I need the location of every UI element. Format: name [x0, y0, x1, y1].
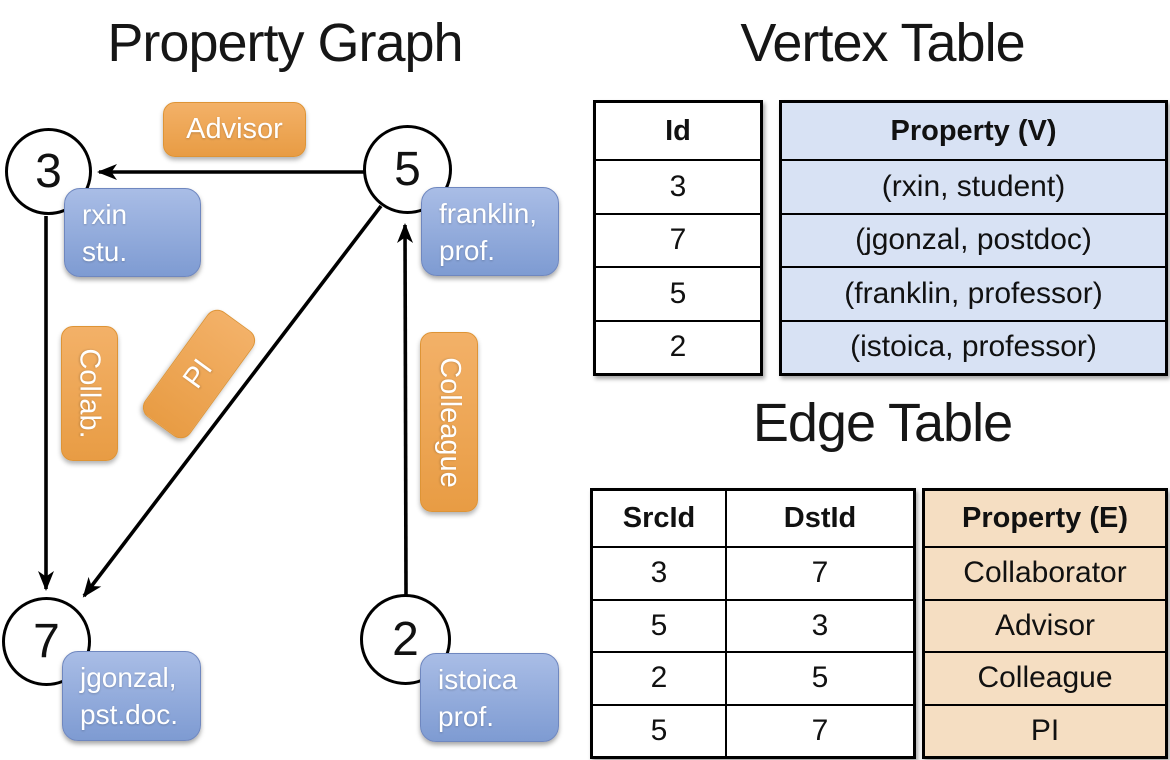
vertex-property-line: prof.: [439, 235, 496, 266]
vertex-property-header: Property (V): [890, 114, 1057, 147]
vertex-table-id-column: Id 3 7 5 2: [593, 100, 763, 376]
node-circle-5: 5: [363, 125, 452, 214]
node-circle-2: 2: [360, 594, 451, 685]
vertex-property-line: jgonzal,: [80, 662, 177, 693]
edge-srcid-cell: 5: [593, 703, 727, 756]
node-id-label: 5: [394, 143, 421, 196]
edge-label-text: Advisor: [186, 113, 283, 145]
edge-property-cell: Collaborator: [925, 546, 1165, 599]
edge-dstid-header: DstId: [783, 502, 857, 534]
vertex-property-line: istoica: [438, 664, 518, 695]
edge-dstid-cell: 3: [727, 598, 913, 652]
vertex-id-cell: 7: [596, 212, 760, 267]
node-id-label: 3: [35, 145, 62, 198]
vertex-property-line: pst.doc.: [80, 699, 179, 730]
edge-srcid-cell: 5: [593, 598, 727, 651]
edge-dstid-cell: 7: [727, 703, 913, 757]
vertex-id-cell: 3: [596, 159, 760, 213]
vertex-id-cell: 5: [596, 266, 760, 320]
vertex-property-cell: (franklin, professor): [782, 266, 1165, 320]
edge-label-text: Collab.: [74, 348, 106, 439]
edge-table-property-column: Property (E) Collaborator Advisor Collea…: [922, 488, 1168, 759]
edge-property-cell: Advisor: [925, 598, 1165, 652]
edge-srcid-cell: 3: [593, 546, 727, 599]
vertex-property-cell: (rxin, student): [782, 159, 1165, 213]
edge-dstid-cell: 7: [727, 546, 913, 599]
edge-table-id-columns: SrcId DstId 3 7 5 3 2 5 5 7: [590, 488, 916, 759]
edge-label-text: PI: [177, 353, 220, 395]
edge-srcid-cell: 2: [593, 651, 727, 704]
vertex-table-property-column: Property (V) (rxin, student) (jgonzal, p…: [779, 100, 1168, 376]
vertex-property-cell: (jgonzal, postdoc): [782, 212, 1165, 267]
vertex-property-line: franklin,: [439, 198, 538, 229]
vertex-id-cell: 2: [596, 319, 760, 374]
vertex-property-box-5: franklin, prof.: [421, 187, 559, 276]
edge-label-advisor: Advisor: [163, 102, 306, 157]
edge-property-cell: PI: [925, 703, 1165, 757]
node-id-label: 2: [392, 613, 419, 666]
edge-table-title: Edge Table: [752, 393, 1013, 453]
vertex-property-box-7: jgonzal, pst.doc.: [62, 651, 201, 741]
vertex-property-line: stu.: [82, 236, 128, 267]
vertex-property-box-2: istoica prof.: [420, 653, 559, 742]
edge-line-colleague-2-to-5: [397, 223, 414, 596]
edge-property-cell: Colleague: [925, 651, 1165, 704]
edge-property-header: Property (E): [962, 502, 1128, 534]
vertex-property-line: prof.: [438, 701, 495, 732]
edge-label-text: Colleague: [433, 356, 466, 488]
edge-line-pi-5-to-7: [82, 204, 383, 598]
vertex-table-title: Vertex Table: [740, 13, 1025, 73]
graph-edges-layer: [38, 164, 414, 598]
property-graph-title: Property Graph: [107, 13, 463, 73]
vertex-property-box-3: rxin stu.: [64, 188, 201, 277]
vertex-id-header: Id: [665, 114, 691, 147]
vertex-property-line: rxin: [82, 199, 128, 230]
vertex-property-cell: (istoica, professor): [782, 319, 1165, 374]
edge-dstid-cell: 5: [727, 651, 913, 704]
edge-label-colleague: Colleague: [420, 332, 478, 512]
edge-label-collab: Collab.: [61, 326, 118, 461]
edge-srcid-header: SrcId: [593, 491, 727, 546]
node-id-label: 7: [33, 615, 60, 668]
